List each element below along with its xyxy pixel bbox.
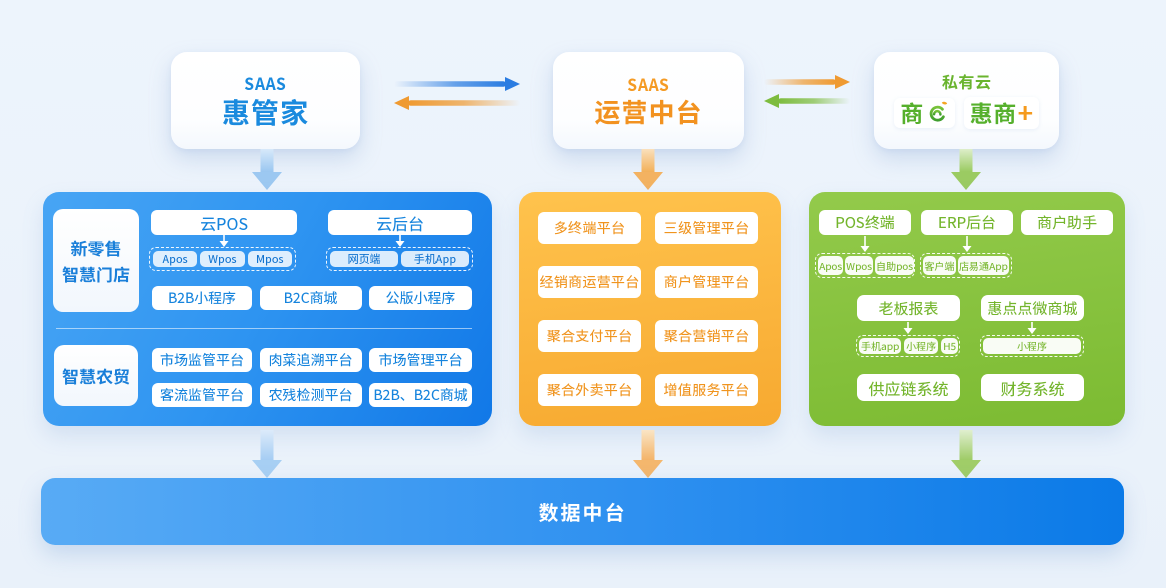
down-arrow-green-icon (951, 430, 981, 478)
connector-down-icon (903, 322, 913, 334)
connector-down-icon (962, 236, 972, 252)
label-smart-agri-trade: 智慧农贸 (54, 345, 138, 406)
box-item: 农残检测平台 (259, 383, 362, 407)
chip: H5 (941, 338, 959, 354)
box-item: 公版小程序 (369, 286, 472, 310)
box-boss-report: 老板报表 (857, 295, 960, 321)
chip: 小程序 (983, 338, 1081, 354)
box-cloud-backend: 云后台 (328, 210, 472, 235)
card-operation-tag: SAAS (627, 72, 670, 96)
card-private-cloud-tag: 私有云 (941, 68, 992, 93)
panel-operation-platforms: 多终端平台三级管理平台经销商运营平台商户管理平台聚合支付平台聚合营销平台聚合外卖… (519, 192, 781, 426)
label-line: 新零售 (70, 234, 122, 260)
divider (56, 328, 472, 329)
box-pos-terminal: POS终端 (819, 210, 911, 235)
chip: 网页端 (330, 251, 398, 267)
chip: Mpos (247, 251, 292, 267)
connector-down-icon (1027, 322, 1037, 334)
box-item: B2B、B2C商城 (369, 383, 472, 407)
card-huiguanjia-tag: SAAS (244, 71, 287, 95)
chip: 小程序 (904, 338, 939, 354)
chip: Wpos (200, 251, 245, 267)
plus-icon: + (1017, 93, 1033, 131)
box-item: 聚合支付平台 (538, 320, 641, 352)
connector-down-icon (860, 236, 870, 252)
retail-items: B2B小程序 B2C商城公版小程序 (152, 286, 472, 310)
box-item: 客流监管平台 (152, 383, 252, 407)
brand-shang-e-text: 商 (900, 95, 924, 129)
box-item-label: 供应链系统 (868, 375, 949, 400)
box-item: 肉菜追溯平台 (259, 348, 362, 372)
connector-down-icon (395, 235, 405, 247)
brand-huishang-text: 惠商 (969, 95, 1017, 129)
connector-down-icon (219, 235, 229, 247)
chip: Apos (818, 256, 844, 275)
box-item: 聚合营销平台 (655, 320, 758, 352)
card-operation-platform: SAAS 运营中台 (553, 52, 744, 149)
chip-group-huidiandian-mall: 小程序 (980, 335, 1084, 357)
chip: 手机App (401, 251, 469, 267)
box-item: 经销商运营平台 (538, 266, 641, 298)
box-item: 商户管理平台 (655, 266, 758, 298)
label-line: 智慧门店 (62, 260, 130, 286)
card-private-cloud: 私有云 商 惠商 + (874, 52, 1059, 149)
e-swirl-logo-icon (929, 101, 947, 122)
brand-huishang-plus: 惠商 + (963, 93, 1039, 131)
flow-right-orange-icon (764, 75, 850, 89)
box-cloud-pos: 云POS (151, 210, 297, 235)
chip: 自助pos (875, 256, 914, 275)
flow-arrows-yyzt-syy (764, 75, 850, 108)
chip: 客户端 (923, 256, 956, 275)
card-huiguanjia: SAAS 惠管家 (171, 52, 360, 149)
chip-group-erp-backend: 客户端店易通App (920, 253, 1012, 278)
down-arrow-orange-icon (633, 430, 663, 478)
chip: 店易通App (957, 256, 1009, 275)
box-item: 增值服务平台 (655, 374, 758, 406)
down-arrow-blue-icon (252, 430, 282, 478)
card-operation-title: 运营中台 (594, 93, 703, 130)
box-item: 三级管理平台 (655, 212, 758, 244)
operation-items: 多终端平台三级管理平台经销商运营平台商户管理平台聚合支付平台聚合营销平台聚合外卖… (538, 212, 758, 406)
flow-right-blue-icon (394, 77, 520, 91)
flow-left-green-icon (764, 94, 850, 108)
brand-logos: 商 惠商 + (894, 93, 1039, 131)
chip: 手机app (859, 338, 902, 354)
chip: Wpos (845, 256, 873, 275)
chip-group-cloud-backend: 网页端手机App (326, 247, 473, 271)
agri-items: 市场监管平台肉菜追溯平台市场管理平台客流监管平台农残检测平台 B2B、B2C商城 (152, 348, 472, 407)
down-arrow-green-icon (951, 149, 981, 190)
label-new-retail-store: 新零售 智慧门店 (53, 209, 139, 312)
box-huidiandian-mall: 惠点点微商城 (981, 295, 1084, 321)
box-merchant-assistant: 商户助手 (1021, 210, 1113, 235)
box-item: 多终端平台 (538, 212, 641, 244)
down-arrow-blue-icon (252, 149, 282, 190)
chip: Apos (153, 251, 198, 267)
box-item: 聚合外卖平台 (538, 374, 641, 406)
down-arrow-orange-icon (633, 149, 663, 190)
box-finance-system: 财务系统 (981, 374, 1084, 401)
box-item-label: 财务系统 (1000, 375, 1065, 400)
brand-shang-e: 商 (894, 95, 955, 129)
box-item: B2C商城 (259, 286, 362, 310)
box-supply-chain: 供应链系统 (857, 374, 960, 401)
card-huiguanjia-title: 惠管家 (221, 92, 309, 132)
flow-left-orange-icon (394, 96, 520, 110)
box-item: 市场管理平台 (369, 348, 472, 372)
box-item: B2B小程序 (152, 286, 252, 310)
flow-arrows-hgj-yyzt (394, 77, 520, 110)
box-item: 市场监管平台 (152, 348, 252, 372)
data-middle-platform-bar: 数据中台 (41, 478, 1124, 545)
box-erp-backend: ERP后台 (921, 210, 1013, 235)
